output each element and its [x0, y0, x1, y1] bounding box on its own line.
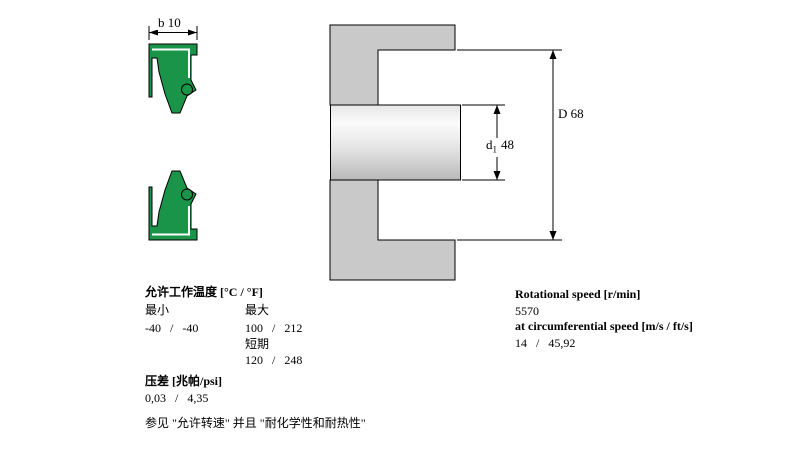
seal-bottom-half: [148, 170, 198, 241]
shaft: [330, 104, 461, 181]
seal-top-half: [148, 43, 198, 114]
seal-cross-section: [148, 26, 198, 241]
seal-width-dimension: [148, 26, 198, 40]
seal-bottom-insert: [152, 206, 190, 236]
outer-diameter-dimension: [457, 49, 562, 241]
see-also-note: 参见 "允许转速" 并且 "耐化学性和耐热性": [145, 416, 366, 430]
temperature-short-term-value: 120 / 248: [245, 353, 303, 367]
rotational-speed-value: 5570: [515, 304, 539, 318]
shaft-dim-subscript: 1: [492, 144, 498, 155]
pressure-value: 0,03 / 4,35: [145, 391, 209, 405]
temperature-min-value: -40 / -40: [145, 321, 199, 335]
mounting-cross-section: [329, 24, 562, 281]
seal-width-dimension-label: b 10: [156, 15, 183, 30]
pressure-section-title: 压差 [兆帕/psi]: [145, 374, 223, 388]
shaft-dim-prefix: d: [486, 137, 493, 152]
shaft-diameter-dimension: [462, 104, 505, 181]
housing-upper: [329, 24, 456, 106]
garter-spring-bottom: [181, 188, 193, 201]
temperature-short-term-label: 短期: [245, 337, 270, 351]
temperature-section-title: 允许工作温度 [°C / °F]: [145, 285, 263, 299]
circumferential-speed-value: 14 / 45,92: [515, 336, 576, 350]
outer-diameter-dimension-label: D 68: [556, 106, 586, 121]
temperature-min-label: 最小: [145, 303, 170, 317]
housing-lower: [329, 179, 456, 281]
temperature-max-value: 100 / 212: [245, 321, 303, 335]
rotational-speed-title: Rotational speed [r/min]: [515, 287, 641, 301]
shaft-dim-value: 48: [501, 137, 514, 152]
garter-spring-top: [181, 83, 193, 96]
seal-top-insert: [152, 48, 190, 78]
circumferential-speed-title: at circumferential speed [m/s / ft/s]: [515, 319, 693, 333]
temperature-max-label: 最大: [245, 303, 270, 317]
